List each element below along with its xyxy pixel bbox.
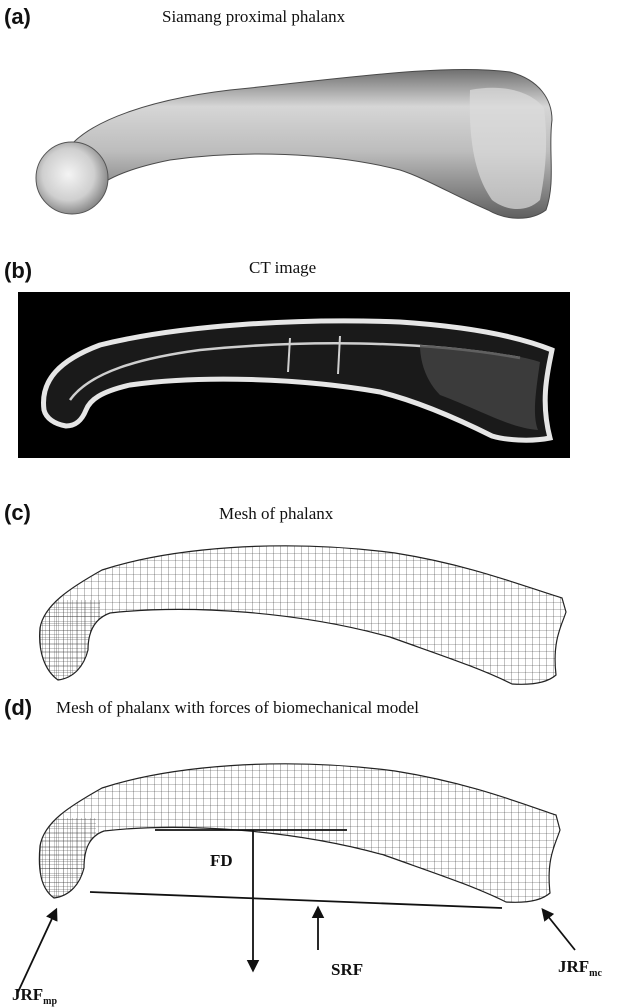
mesh-d-elements xyxy=(30,748,570,908)
bone-head xyxy=(36,142,108,214)
ct-image xyxy=(18,292,570,458)
bone-3d-render xyxy=(36,69,552,218)
jrf-mc-main: JRF xyxy=(558,957,589,976)
srf-label: SRF xyxy=(331,960,363,979)
jrf-mp-sub: mp xyxy=(43,996,57,1007)
jrf-mp-main: JRF xyxy=(12,985,43,1004)
mesh-c-elements xyxy=(30,530,570,690)
jrf-mp-label: JRFmp xyxy=(12,985,58,1007)
jrf-mc-sub: mc xyxy=(589,968,602,979)
fd-label: FD xyxy=(210,851,233,870)
jrf-mp-arrow xyxy=(18,910,56,992)
srf-base-line xyxy=(90,892,502,908)
jrf-mc-arrow xyxy=(543,910,575,950)
mesh-d xyxy=(30,748,570,908)
mesh-c xyxy=(30,530,570,690)
jrf-mc-label: JRFmc xyxy=(558,957,603,979)
